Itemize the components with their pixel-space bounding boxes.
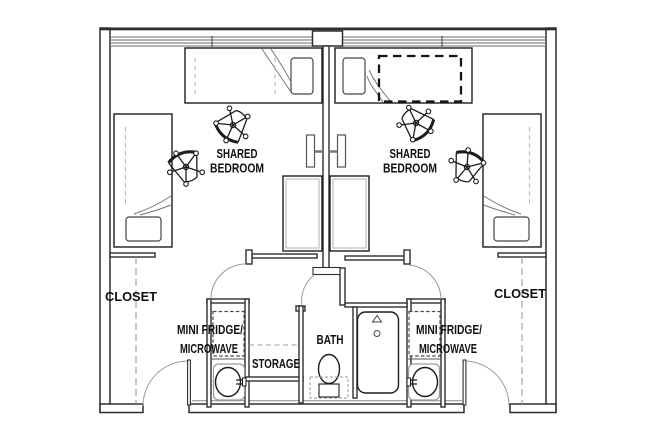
wall-vestibule-left-e (244, 298, 250, 408)
room-label-fridge-right: MINI FRIDGE/ (416, 323, 482, 337)
office-chair-icon (441, 141, 491, 192)
office-chair-icon (206, 98, 262, 154)
room-label-bedroom-left: BEDROOM (210, 162, 264, 176)
wall-right (545, 27, 557, 413)
wall-closet-left-top (109, 252, 156, 258)
room-label-bedroom-left: SHARED (217, 147, 258, 161)
loft-bed-dashed-outline (377, 54, 463, 103)
door-swing-arc-vestibule-left (210, 263, 247, 300)
pillow (342, 57, 366, 95)
tub-faucet-triangle (371, 314, 383, 323)
tub-drain (373, 330, 381, 337)
jamb-right (403, 249, 411, 265)
interior-walls (109, 45, 547, 408)
door-swing-arc-bath (301, 274, 315, 307)
vestibule-left (211, 310, 247, 401)
mini-fridge-symbol-right (408, 310, 441, 357)
room-label-closet-left: CLOSET (105, 290, 157, 304)
wall-shelf-left (305, 134, 316, 168)
room-label-bedroom-right: SHARED (390, 147, 431, 161)
bath-fixtures (309, 311, 400, 399)
room-label-bath: BATH (317, 333, 344, 347)
room-label-fridge-right: MICROWAVE (419, 342, 477, 356)
wall-core-boundary-right (344, 255, 406, 261)
door-swing-arc-entry-left (142, 360, 189, 407)
wall-bottom-right (509, 403, 557, 414)
blanket-fold-lines (483, 195, 522, 216)
toilet-clearance-dashed (309, 376, 349, 399)
wall-storage-bottom (244, 376, 304, 382)
wall-closet-right-top (497, 252, 547, 258)
wall-left (99, 27, 111, 413)
wall-vestibule-left-w (206, 298, 212, 408)
faucet-icon (242, 377, 247, 387)
top-center-wall-block (311, 30, 344, 47)
room-label-fridge-left: MICROWAVE (180, 342, 238, 356)
door-swing-arc-entry-right (463, 360, 510, 407)
room-label-closet-right: CLOSET (494, 287, 546, 301)
toilet-tank (318, 383, 340, 398)
room-labels: SHARED BEDROOM SHARED BEDROOM CLOSET CLO… (105, 147, 546, 371)
wall-bath-left (298, 305, 304, 404)
doors (142, 263, 510, 407)
wall-bedroom-divider (322, 45, 330, 269)
wardrobe-left-inner (285, 178, 320, 249)
pillow (290, 57, 314, 95)
blanket-dashed-lines (194, 58, 276, 96)
wall-bath-top-right (344, 302, 408, 308)
wall-vestibule-right-top (406, 298, 446, 304)
bedroom-left-furniture (113, 47, 323, 252)
office-chair-icon (389, 94, 445, 150)
bedroom-right-furniture (329, 47, 542, 252)
door-leaf-bath (312, 266, 341, 276)
wall-bottom-center (188, 403, 465, 414)
jamb-left (245, 249, 253, 265)
door-leaf-entry-left (187, 359, 191, 406)
blanket-fold-lines (366, 69, 392, 103)
pillow (493, 216, 530, 242)
wall-bottom-left (99, 403, 144, 414)
vestibule-right (406, 310, 441, 401)
bathtub-symbol (356, 311, 400, 394)
wall-top (100, 27, 556, 31)
room-label-storage: STORAGE (252, 357, 300, 371)
toilet-symbol (317, 353, 341, 385)
wall-shelf-right (336, 134, 347, 168)
pillow (125, 216, 162, 242)
blanket-fold-lines (133, 195, 172, 216)
wardrobe-right-inner (332, 178, 367, 249)
sink-basin-left (214, 366, 242, 398)
mini-fridge-symbol-left (212, 310, 245, 357)
wall-bath-mid (352, 306, 358, 399)
room-label-bedroom-right: BEDROOM (383, 162, 437, 176)
door-swing-arc-vestibule-right (408, 264, 442, 300)
room-label-fridge-left: MINI FRIDGE/ (177, 323, 243, 337)
door-leaf-entry-right (462, 359, 467, 406)
wall-vestibule-left-top (206, 298, 250, 304)
wall-bath-doorside (339, 267, 346, 306)
faucet-icon (406, 377, 411, 387)
wall-core-boundary-left (251, 253, 318, 259)
blanket-fold-lines (261, 48, 292, 93)
sink-basin-right (411, 366, 439, 398)
wall-vestibule-right-e (440, 298, 446, 408)
